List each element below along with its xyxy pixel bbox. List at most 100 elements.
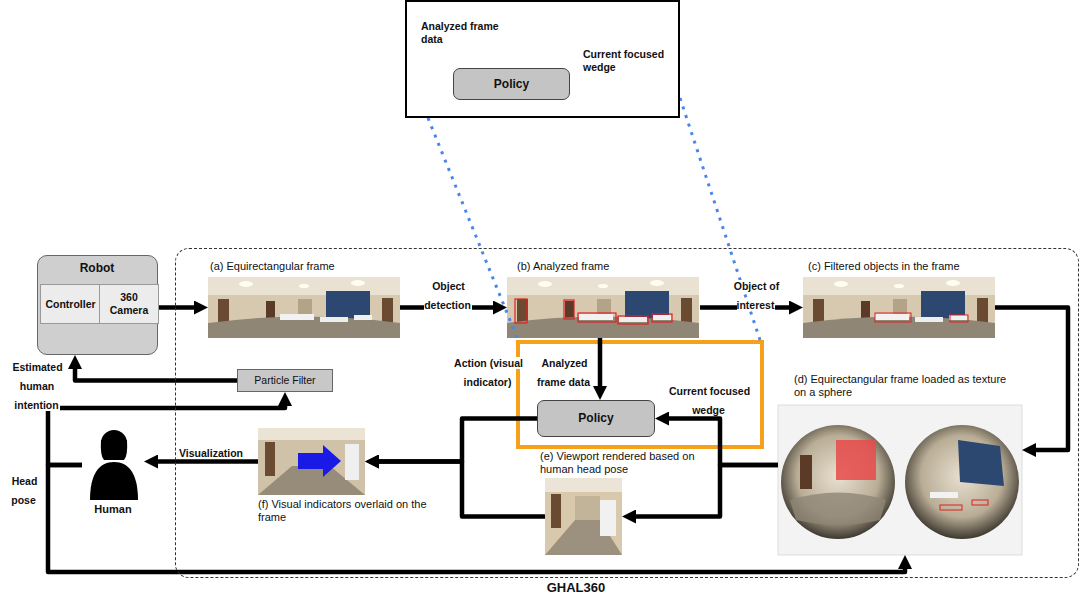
edge-label-holder: Analyzed frame data [532, 352, 596, 390]
node-label: Policy [578, 411, 613, 425]
frame-image: (a) Equirectangular frame [208, 277, 400, 338]
policy-box: Policy [453, 68, 570, 100]
frame-image: (c) Filtered objects in the frame [803, 277, 995, 338]
text-holder: Current focused wedge [583, 48, 679, 73]
node-label: Human [72, 503, 154, 516]
edge-label-holder: Action (visual indicator) [446, 352, 530, 390]
text-holder: Policy [578, 411, 613, 425]
frame-b-picture-part [564, 300, 574, 319]
text-holder: Robot [38, 261, 156, 275]
viewport-e-picture-part [545, 478, 622, 492]
node-label: (d) Equirectangular frame loaded as text… [794, 373, 1020, 399]
node-label: (f) Visual indicators overlaid on the fr… [258, 498, 448, 524]
sphere-panel-picture-part [958, 440, 1004, 486]
flow-arrow [152, 459, 258, 464]
flow-arrow [598, 338, 603, 392]
sphere-panel-picture-part [940, 505, 962, 510]
flow-arrow [48, 465, 905, 572]
human-figure: Human [82, 425, 144, 517]
node-label: (c) Filtered objects in the frame [808, 260, 998, 273]
text-holder: Analyzed frame data [421, 20, 499, 45]
node-label: Controller [45, 298, 95, 311]
flow-arrow [630, 465, 778, 517]
human-silhouette [90, 430, 138, 500]
connector-group [48, 308, 1068, 573]
node-label: (a) Equirectangular frame [210, 260, 410, 273]
controller-box: Controller [40, 284, 102, 324]
text-holder: (a) Equirectangular frame [210, 260, 410, 273]
robot-box: RobotController 360 Camera [37, 255, 158, 355]
viewport-image: (f) Visual indicators overlaid on the fr… [258, 428, 365, 495]
sphere-panel-picture-part [905, 425, 1019, 539]
edge-label-holder: Object detection [408, 275, 488, 313]
sphere-panel-picture-part [930, 492, 958, 498]
viewport-e-picture-part [545, 478, 622, 555]
node-label: Robot [38, 261, 156, 275]
frame-b-picture-part [652, 314, 672, 322]
sphere-panel-picture-part [972, 500, 988, 505]
text-holder: (c) Filtered objects in the frame [808, 260, 998, 273]
viewport-f-picture-part [298, 445, 341, 477]
edge-label: Object detection [424, 280, 472, 311]
viewport-f-picture-part [345, 444, 359, 480]
text-holder: (f) Visual indicators overlaid on the fr… [258, 498, 448, 524]
sphere-panel-picture-part [800, 455, 812, 489]
node-label: Policy [494, 77, 529, 91]
frame-c-picture-part [950, 315, 968, 322]
frame-c-picture-part [803, 277, 995, 338]
frame-b-picture [507, 277, 699, 338]
text-holder: GHAL360 [516, 580, 636, 596]
filter-box: Particle Filter [237, 369, 333, 392]
edge-label-holder: Head pose [4, 470, 44, 508]
viewport-e-picture-part [575, 496, 600, 520]
sphere-panel-picture-part [778, 405, 1022, 555]
text-holder: (e) Viewport rendered based on human hea… [540, 450, 712, 476]
zoom-leader-lines [428, 98, 760, 340]
text-holder: Human [72, 503, 154, 516]
edge-label-holder: Visualization [168, 442, 254, 461]
frame-b-picture-part [578, 313, 616, 322]
node-label: Particle Filter [254, 374, 315, 387]
sphere-panel: (d) Equirectangular frame loaded as text… [778, 405, 1022, 555]
sphere-panel-picture [778, 405, 1022, 555]
viewport-f-picture-part [258, 428, 365, 495]
node-label: 360 Camera [100, 291, 158, 316]
frame-c-picture [803, 277, 995, 338]
edge-label-holder: Estimated human intention [3, 356, 71, 414]
viewport-f-picture [258, 428, 365, 495]
viewport-f-picture-part [265, 442, 275, 476]
edge-label-holder: Current focused wedge [660, 380, 758, 418]
text-holder: Policy [494, 77, 529, 91]
edge-label: Head pose [11, 475, 38, 506]
human-silhouette-part [101, 440, 127, 460]
edge-label-holder: Object of interest [716, 275, 796, 313]
sphere-panel-picture-part [781, 425, 895, 539]
edge-label: Action (visual indicator) [453, 357, 523, 388]
text-holder: Controller [45, 298, 95, 311]
frame-b-picture-part [618, 316, 648, 324]
edge-label: Estimated human intention [11, 361, 62, 411]
node-label: (e) Viewport rendered based on human hea… [540, 450, 712, 476]
frame-b-picture-part [515, 299, 527, 323]
text-holder: (d) Equirectangular frame loaded as text… [794, 373, 1020, 399]
edge-label: Current focused wedge [668, 385, 750, 416]
text-holder: 360 Camera [100, 291, 158, 316]
policy-box: Policy [537, 400, 655, 437]
node-label: Current focused wedge [583, 48, 679, 73]
frame-c-picture-part [875, 313, 911, 322]
system-boundary: GHAL360(a) Equirectangular frame(b) Anal… [175, 248, 1079, 578]
text-holder: Particle Filter [254, 374, 315, 387]
flow-arrow [75, 363, 237, 381]
text-holder: (b) Analyzed frame [517, 260, 697, 273]
edge-label: Analyzed frame data [537, 357, 591, 388]
human-silhouette-part [90, 462, 138, 500]
flow-arrow [373, 419, 537, 462]
edge-label: Visualization [178, 447, 244, 459]
frame-b-picture-part [507, 277, 699, 338]
viewport-e-picture-part [551, 494, 561, 528]
camera-box: 360 Camera [99, 284, 159, 324]
node-label: (b) Analyzed frame [517, 260, 697, 273]
viewport-e-picture [545, 478, 622, 555]
frame-image: (b) Analyzed frame [507, 277, 700, 338]
